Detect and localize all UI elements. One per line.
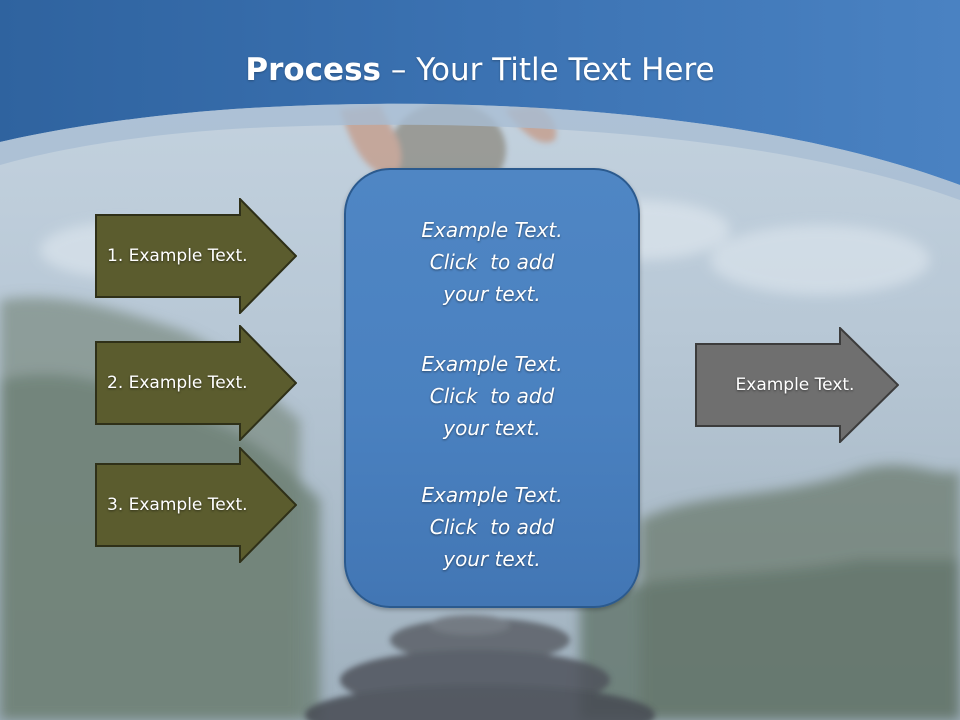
input-arrow-label: 2. Example Text. — [107, 373, 248, 393]
input-arrow-3[interactable]: 3. Example Text. — [95, 447, 297, 563]
input-arrow-label: 3. Example Text. — [107, 495, 248, 515]
input-arrow-label: 1. Example Text. — [107, 246, 248, 266]
process-paragraph-3: Example Text. Click to add your text. — [346, 479, 638, 575]
paragraph-line: your text. — [443, 547, 541, 571]
process-paragraph-2: Example Text. Click to add your text. — [346, 348, 638, 444]
paragraph-line: your text. — [443, 282, 541, 306]
paragraph-line: Click to add — [429, 250, 555, 274]
title-rest: – Your Title Text Here — [381, 52, 715, 88]
output-arrow-label: Example Text. — [735, 375, 855, 395]
paragraph-line: your text. — [443, 416, 541, 440]
arrow-shape — [95, 447, 297, 563]
arrow-shape — [95, 198, 297, 314]
paragraph-line: Example Text. — [421, 352, 563, 376]
arrow-shape — [695, 327, 899, 443]
process-box[interactable]: Example Text. Click to add your text. Ex… — [344, 168, 640, 608]
paragraph-line: Example Text. — [421, 218, 563, 242]
process-paragraph-1: Example Text. Click to add your text. — [346, 214, 638, 310]
title-bold: Process — [245, 52, 381, 88]
output-arrow[interactable]: Example Text. — [695, 327, 899, 443]
paragraph-line: Click to add — [429, 384, 555, 408]
input-arrow-2[interactable]: 2. Example Text. — [95, 325, 297, 441]
slide-title: Process – Your Title Text Here — [0, 52, 960, 88]
paragraph-line: Click to add — [429, 515, 555, 539]
input-arrow-1[interactable]: 1. Example Text. — [95, 198, 297, 314]
arrow-shape — [95, 325, 297, 441]
paragraph-line: Example Text. — [421, 483, 563, 507]
